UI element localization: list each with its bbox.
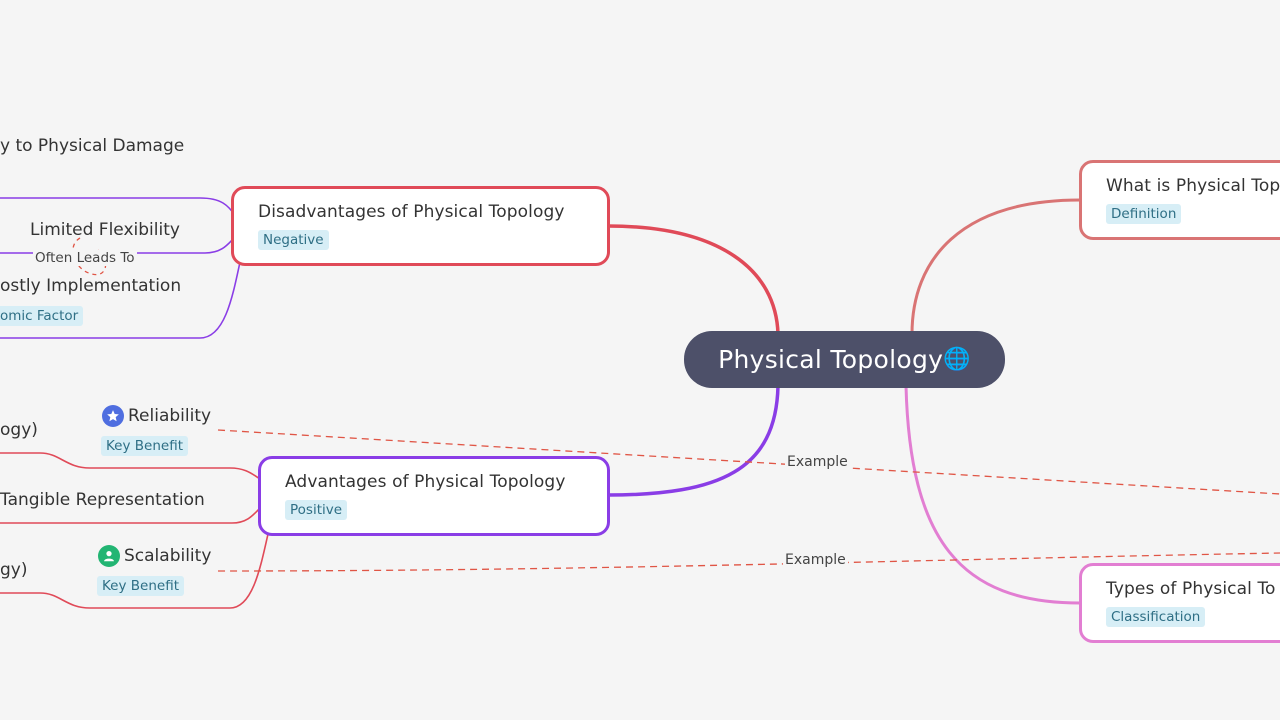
- leaf-costly-implementation[interactable]: ostly Implementation: [0, 276, 182, 296]
- tag-economic-factor: omic Factor: [0, 306, 84, 326]
- tag-negative: Negative: [258, 230, 329, 250]
- node-types[interactable]: Types of Physical To Classification: [1079, 563, 1280, 643]
- node-disadvantages[interactable]: Disadvantages of Physical Topology Negat…: [231, 186, 610, 266]
- leaf-reliability[interactable]: Reliability: [128, 406, 212, 426]
- connector-limited-flexibility: [0, 197, 235, 215]
- tag-key-benefit-reliability: Key Benefit: [101, 436, 188, 456]
- globe-icon: 🌐: [943, 347, 971, 372]
- node-advantages[interactable]: Advantages of Physical Topology Positive: [258, 456, 610, 536]
- node-title: What is Physical Top: [1106, 176, 1280, 196]
- leaf-physical-damage[interactable]: y to Physical Damage: [0, 136, 185, 156]
- connector-what-is: [910, 198, 1081, 335]
- root-label: Physical Topology: [718, 345, 944, 374]
- connector-advantages: [607, 385, 780, 497]
- connector-ogy-bottom: [0, 533, 269, 609]
- person-badge-icon: [98, 545, 120, 567]
- leaf-scalability[interactable]: Scalability: [124, 546, 212, 566]
- node-title: Types of Physical To: [1106, 579, 1276, 599]
- connector-disadvantages: [607, 224, 780, 335]
- tag-classification: Classification: [1106, 607, 1206, 627]
- connector-types: [904, 385, 1081, 605]
- root-node[interactable]: Physical Topology🌐: [684, 331, 1005, 388]
- connector-costly: [0, 261, 241, 339]
- node-title: Disadvantages of Physical Topology: [258, 202, 565, 222]
- tag-key-benefit-scalability: Key Benefit: [97, 576, 184, 596]
- node-title: Advantages of Physical Topology: [285, 472, 566, 492]
- leaf-limited-flexibility[interactable]: Limited Flexibility: [30, 220, 180, 240]
- node-what-is[interactable]: What is Physical Top Definition: [1079, 160, 1280, 240]
- crosslink-reliability: [217, 429, 1280, 495]
- star-badge-icon: [102, 405, 124, 427]
- connector-ogy-top: [0, 452, 263, 481]
- edge-label-often-leads-to: Often Leads To: [33, 250, 137, 266]
- leaf-ogy-bottom[interactable]: gy): [0, 560, 28, 580]
- edge-label-example-1: Example: [785, 454, 850, 470]
- tag-definition: Definition: [1106, 204, 1182, 224]
- tag-positive: Positive: [285, 500, 348, 520]
- crosslink-scalability: [217, 552, 1280, 572]
- edge-label-example-2: Example: [783, 552, 848, 568]
- leaf-tangible-representation[interactable]: Tangible Representation: [0, 490, 205, 510]
- leaf-ogy-top[interactable]: ogy): [0, 420, 38, 440]
